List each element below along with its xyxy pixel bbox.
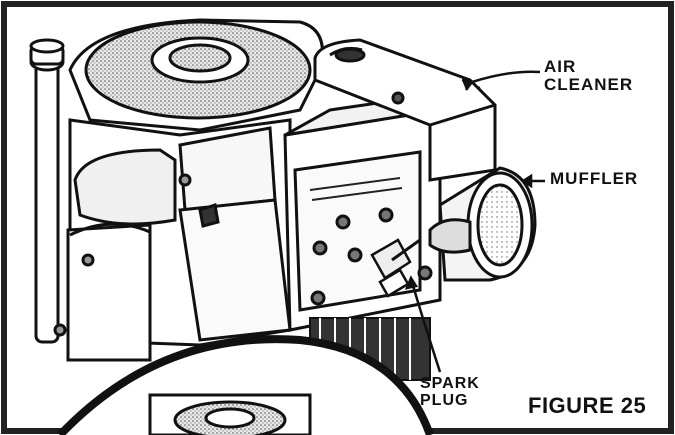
- figure-caption: FIGURE 25: [528, 393, 647, 418]
- blower-housing: [68, 18, 324, 132]
- leader-spark-plug: [410, 281, 442, 373]
- air-cleaner-housing: [313, 38, 497, 182]
- muffler-body: [428, 166, 537, 282]
- leader-air-cleaner: [471, 70, 541, 84]
- inset-air-filter: [148, 393, 312, 435]
- engine-body: [53, 118, 292, 362]
- spark-plug-label: SPARK PLUG: [420, 375, 480, 409]
- air-cleaner-label: AIR CLEANER: [544, 57, 634, 94]
- dipstick-tube: [29, 38, 65, 344]
- muffler-label: MUFFLER: [550, 169, 639, 188]
- leader-lines: [404, 70, 545, 373]
